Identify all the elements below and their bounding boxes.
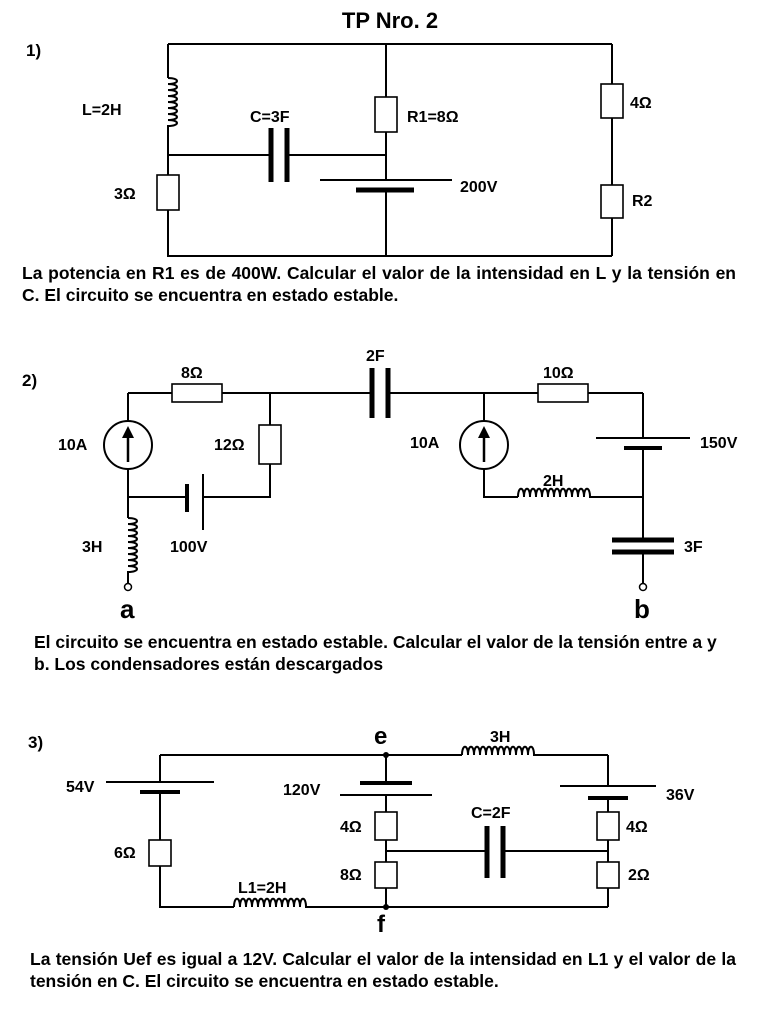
- circuit-1-label-3ohm: 3Ω: [114, 186, 136, 203]
- circuit-3-label-L1: L1=2H: [238, 880, 286, 897]
- circuit-1-label-R1: R1=8Ω: [407, 109, 459, 126]
- circuit-1-resistor-r2: [600, 184, 624, 219]
- circuit-1-label-L: L=2H: [82, 102, 122, 119]
- circuit-1-label-R2: R2: [632, 193, 653, 210]
- circuit-3-resistor-8ohm: [374, 861, 398, 889]
- circuit-3-label-54V: 54V: [66, 779, 95, 796]
- circuit-2-current-arrowhead-right: [478, 426, 490, 438]
- circuit-1-wires: [167, 43, 613, 257]
- circuit-3-label-3H: 3H: [490, 729, 510, 746]
- circuit-2-terminal-a: [123, 582, 133, 592]
- circuit-2-resistor-10ohm: [537, 383, 589, 403]
- circuit-1-inductor: [167, 77, 178, 128]
- circuit-2-label-2H: 2H: [543, 473, 563, 490]
- circuit-3-label-6ohm: 6Ω: [114, 845, 136, 862]
- circuit-2-current-arrowhead-left: [122, 426, 134, 438]
- circuit-1-label-200V: 200V: [460, 179, 498, 196]
- circuit-3-inductor-3H: [461, 745, 538, 756]
- circuit-1-label-C: C=3F: [250, 109, 290, 126]
- circuit-2: 2) 8Ω 2F 10Ω 1: [22, 348, 738, 624]
- circuit-3-label-C: C=2F: [471, 805, 511, 822]
- circuit-3-label-f: f: [377, 911, 386, 938]
- circuit-2-label-a: a: [120, 594, 135, 624]
- circuit-3-resistor-4ohm-right: [596, 811, 620, 841]
- problem-3-statement: La tensión Uef es igual a 12V. Calcular …: [30, 949, 736, 991]
- circuit-3-node-f: [383, 904, 389, 910]
- circuit-2-inductor-3H: [127, 517, 138, 574]
- problem-1-statement: La potencia en R1 es de 400W. Calcular e…: [22, 263, 736, 305]
- circuit-2-label-3H: 3H: [82, 539, 102, 556]
- circuit-1-resistor-4ohm: [600, 83, 624, 119]
- circuit-3-wires: [159, 754, 609, 908]
- circuit-3-resistor-6ohm: [148, 839, 172, 867]
- circuit-2-label-8ohm: 8Ω: [181, 365, 203, 382]
- circuit-2-label-10A-right: 10A: [410, 435, 440, 452]
- circuit-1-label-4ohm: 4Ω: [630, 95, 652, 112]
- circuit-2-label-100V: 100V: [170, 539, 208, 556]
- problem-2-statement: El circuito se encuentra en estado estab…: [34, 632, 717, 674]
- circuit-3-label-4ohm-right: 4Ω: [626, 819, 648, 836]
- circuit-2-label-12ohm: 12Ω: [214, 437, 245, 454]
- circuit-2-label-10ohm: 10Ω: [543, 365, 574, 382]
- problem-2-number: 2): [22, 371, 37, 390]
- page-title: TP Nro. 2: [342, 8, 438, 33]
- circuit-3-label-e: e: [374, 723, 387, 750]
- circuit-3-label-36V: 36V: [666, 787, 695, 804]
- circuit-1-resistor-r1: [374, 96, 398, 133]
- circuit-3-resistor-4ohm-left: [374, 811, 398, 841]
- circuit-2-resistor-8ohm: [171, 383, 223, 403]
- circuit-2-label-150V: 150V: [700, 435, 738, 452]
- circuit-3-label-2ohm: 2Ω: [628, 867, 650, 884]
- circuit-3-label-120V: 120V: [283, 782, 321, 799]
- circuit-2-label-3F: 3F: [684, 539, 703, 556]
- circuit-2-inductor-2H: [517, 487, 594, 498]
- circuit-1: 1) L=2H C=3F R1=8Ω 4Ω 3Ω 200V R2: [26, 41, 653, 257]
- circuit-3: 3) e 3H 54V 120V 36V 4Ω C=2F: [28, 723, 695, 938]
- problem-1-number: 1): [26, 41, 41, 60]
- circuit-3-label-8ohm: 8Ω: [340, 867, 362, 884]
- circuit-2-wires: [127, 392, 644, 583]
- circuit-3-resistor-2ohm: [596, 861, 620, 889]
- circuit-2-resistor-12ohm: [258, 424, 282, 465]
- circuit-2-label-2F: 2F: [366, 348, 385, 365]
- circuit-2-label-10A-left: 10A: [58, 437, 88, 454]
- circuit-3-label-4ohm-left: 4Ω: [340, 819, 362, 836]
- circuit-1-resistor-3ohm: [156, 174, 180, 211]
- circuit-3-inductor-L1: [233, 897, 308, 908]
- circuit-2-label-b: b: [634, 594, 650, 624]
- circuit-3-node-e: [383, 752, 389, 758]
- problem-3-number: 3): [28, 733, 43, 752]
- circuit-2-terminal-b: [638, 582, 648, 592]
